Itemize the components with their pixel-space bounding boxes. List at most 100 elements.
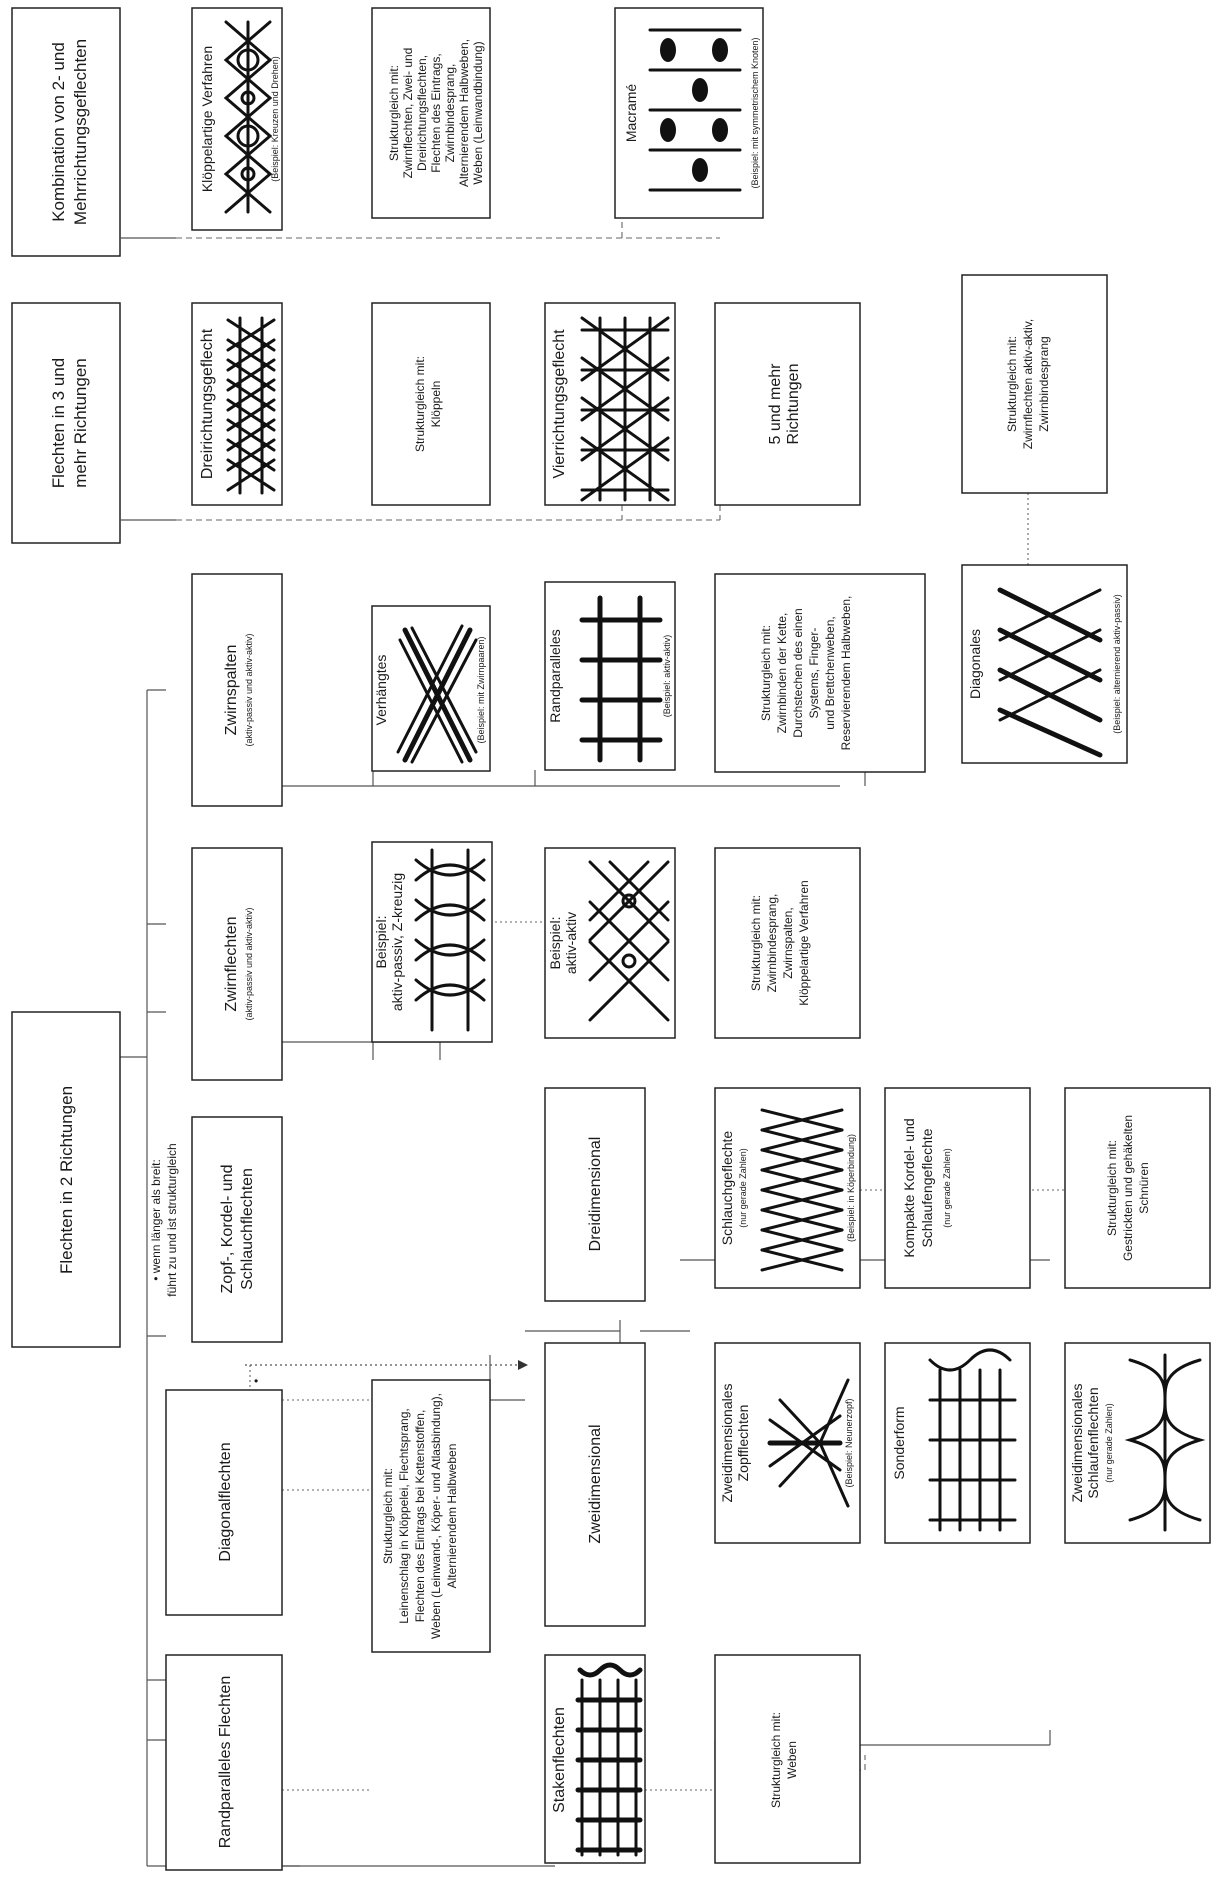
svg-text:Diagonales: Diagonales [967, 629, 983, 699]
svg-text:Strukturgleich mit:: Strukturgleich mit: [759, 625, 773, 721]
svg-text:(Beispiel: Neunerzopf): (Beispiel: Neunerzopf) [844, 1398, 854, 1487]
svg-text:Zweidimensional: Zweidimensional [587, 1424, 604, 1543]
svg-text:Schnüren: Schnüren [1137, 1162, 1151, 1213]
svg-text:Schlauchflechten: Schlauchflechten [239, 1168, 256, 1290]
zwf-example1: Beispiel: aktiv-passiv, Z-kreuzig [372, 842, 492, 1042]
svg-text:Schlaufenflechten: Schlaufenflechten [1085, 1387, 1101, 1498]
node-flechten-2: Flechten in 2 Richtungen [12, 1012, 120, 1347]
svg-text:Zwirnbinden der Kette,: Zwirnbinden der Kette, [775, 613, 789, 734]
svg-text:Strukturgleich mit:: Strukturgleich mit: [387, 65, 401, 161]
svg-text:Randparalleles Flechten: Randparalleles Flechten [217, 1676, 234, 1849]
node-diagonales: Diagonales (Beispiel: alternierend aktiv… [962, 565, 1127, 763]
node-sonderform: Sonderform [885, 1343, 1030, 1543]
svg-text:(nur gerade Zahlen): (nur gerade Zahlen) [1104, 1403, 1114, 1483]
node-schlauch: Schlauchgeflechte (nur gerade Zahlen) (B… [715, 1088, 860, 1288]
svg-text:Zwirnflechten: Zwirnflechten [223, 916, 240, 1011]
svg-text:Dreirichtungsflechten,: Dreirichtungsflechten, [415, 55, 429, 171]
node-randparalleles-flechten: Randparalleles Flechten [166, 1655, 282, 1870]
svg-text:Strukturgleich mit:: Strukturgleich mit: [1105, 1140, 1119, 1236]
node-zopf: Zopf-, Kordel- und Schlauchflechten [192, 1117, 282, 1342]
svg-text:Weben (Leinwand-, Köper- und A: Weben (Leinwand-, Köper- und Atlasbindun… [429, 1393, 443, 1639]
svg-text:(aktiv-passiv und aktiv-aktiv): (aktiv-passiv und aktiv-aktiv) [244, 907, 254, 1020]
svg-text:Strukturgleich mit:: Strukturgleich mit: [1005, 336, 1019, 432]
svg-text:Strukturgleich mit:: Strukturgleich mit: [413, 356, 427, 452]
svg-text:(Beispiel: Kreuzen und Drehen): (Beispiel: Kreuzen und Drehen) [270, 56, 280, 182]
svg-text:Systems, Finger-: Systems, Finger- [807, 628, 821, 719]
node-vierrichtung: Vierrichtungsgeflecht [545, 303, 675, 505]
svg-text:Zwirnflechten, Zwei- und: Zwirnflechten, Zwei- und [401, 48, 415, 179]
svg-text:und Brettchenweben,: und Brettchenweben, [823, 616, 837, 729]
svg-text:aktiv-passiv, Z-kreuzig: aktiv-passiv, Z-kreuzig [389, 873, 405, 1011]
svg-text:Schlaufengeflechte: Schlaufengeflechte [919, 1128, 935, 1247]
svg-text:Leinenschlag in Klöppelei, Fle: Leinenschlag in Klöppelei, Flechtsprang, [397, 1408, 411, 1623]
svg-text:Flechten des Eintrags bei Kett: Flechten des Eintrags bei Kettenstoffen, [413, 1410, 427, 1623]
node-macrame: Macramé (Beispiel: mit symmetrischem Kno… [615, 8, 763, 218]
svg-text:5 und mehr: 5 und mehr [767, 363, 784, 445]
svg-text:aktiv-aktiv: aktiv-aktiv [563, 912, 579, 974]
svg-text:Zopfflechten: Zopfflechten [735, 1405, 751, 1482]
svg-text:(nur gerade Zahlen): (nur gerade Zahlen) [942, 1148, 952, 1228]
svg-text:Alternierendem Halbweben: Alternierendem Halbweben [445, 1444, 459, 1589]
svg-text:Klöppeln: Klöppeln [429, 381, 443, 428]
struktur-zws-box: Strukturgleich mit: Zwirnbinden der Kett… [715, 574, 925, 772]
svg-text:Kompakte Kordel- und: Kompakte Kordel- und [901, 1118, 917, 1257]
svg-text:(Beispiel: aktiv-aktiv): (Beispiel: aktiv-aktiv) [662, 635, 672, 718]
footnote-line1: • wenn länger als breit: [149, 1159, 163, 1281]
svg-text:Verhängtes: Verhängtes [373, 655, 389, 726]
svg-text:(Beispiel: mit Zwirnpaaren): (Beispiel: mit Zwirnpaaren) [476, 636, 486, 743]
node-diagonalflechten: Diagonalflechten [166, 1390, 282, 1615]
node-dreidimensional: Dreidimensional [545, 1088, 645, 1301]
svg-text:(Beispiel: mit symmetrischem K: (Beispiel: mit symmetrischem Knoten) [750, 37, 760, 188]
svg-text:Beispiel:: Beispiel: [373, 916, 389, 969]
svg-text:Randparalleles: Randparalleles [547, 629, 563, 722]
svg-text:Zwirnspalten,: Zwirnspalten, [781, 907, 795, 978]
node-kompakte: Kompakte Kordel- und Schlaufengeflechte … [885, 1088, 1030, 1288]
node-kombination: Kombination von 2- und Mehrrichtungsgefl… [12, 8, 120, 256]
svg-text:Zweidimensionales: Zweidimensionales [719, 1383, 735, 1502]
svg-text:Strukturgleich mit:: Strukturgleich mit: [749, 895, 763, 991]
node-stakenflechten: Stakenflechten [545, 1655, 645, 1863]
node-kloeppel: Klöppelartige Verfahren (Beispiel: Kreuz… [192, 8, 282, 230]
node-zw-schlaufen: Zweidimensionales Schlaufenflechten (nur… [1065, 1343, 1210, 1543]
svg-text:(aktiv-passiv und aktiv-aktiv): (aktiv-passiv und aktiv-aktiv) [244, 633, 254, 746]
svg-text:Kombination von 2- und: Kombination von 2- und [49, 42, 68, 222]
svg-text:(Beispiel: in Köperbindung): (Beispiel: in Köperbindung) [846, 1134, 856, 1242]
svg-text:Richtungen: Richtungen [785, 364, 802, 445]
svg-text:Zwirnspalten: Zwirnspalten [223, 645, 240, 736]
svg-text:Weben (Leinwandbindung): Weben (Leinwandbindung) [471, 41, 485, 184]
svg-text:Flechten in 2 Richtungen: Flechten in 2 Richtungen [57, 1086, 76, 1274]
svg-text:Mehrrichtungsgeflechten: Mehrrichtungsgeflechten [71, 39, 90, 225]
struktur-kompakte-box: Strukturgleich mit: Gestrickten und gehä… [1065, 1088, 1210, 1288]
node-zw-zopf: Zweidimensionales Zopfflechten (Beispiel… [715, 1343, 860, 1543]
svg-text:(nur gerade Zahlen): (nur gerade Zahlen) [738, 1148, 748, 1228]
struktur-kombination-box: Strukturgleich mit: Zwirnflechten, Zwei-… [372, 8, 490, 218]
struktur-zwf-box: Strukturgleich mit: Zwirnbindesprang, Zw… [715, 848, 860, 1038]
svg-text:Dreidimensional: Dreidimensional [587, 1137, 604, 1252]
svg-text:Klöppelartige Verfahren: Klöppelartige Verfahren [797, 880, 811, 1005]
svg-text:Flechten in 3 und: Flechten in 3 und [49, 358, 68, 488]
svg-text:Flechten des Eintrags,: Flechten des Eintrags, [429, 53, 443, 172]
footnote-line2: führt zu und ist strukturgleich [165, 1143, 179, 1296]
svg-text:Stakenflechten: Stakenflechten [551, 1707, 568, 1813]
svg-text:Macramé: Macramé [623, 84, 639, 143]
struktur-staken-box: Strukturgleich mit: Weben [715, 1655, 860, 1863]
node-zweidimensional: Zweidimensional [545, 1343, 645, 1626]
node-flechten-3: Flechten in 3 und mehr Richtungen [12, 303, 120, 543]
zwf-example2: Beispiel: aktiv-aktiv [545, 848, 675, 1038]
svg-text:Reservierendem Halbweben,: Reservierendem Halbweben, [839, 596, 853, 751]
zws-verhaengtes: Verhängtes (Beispiel: mit Zwirnpaaren) [372, 606, 490, 771]
svg-text:(Beispiel: alternierend aktiv-: (Beispiel: alternierend aktiv-passiv) [1112, 594, 1122, 734]
struktur-diag-box: Strukturgleich mit: Leinenschlag in Klöp… [372, 1380, 490, 1652]
arrow-star: • [254, 1374, 258, 1388]
svg-text:Zwirnflechten aktiv-aktiv,: Zwirnflechten aktiv-aktiv, [1021, 319, 1035, 449]
svg-text:Zwirnbindesprang,: Zwirnbindesprang, [443, 64, 457, 163]
svg-text:Gestrickten und gehäkelten: Gestrickten und gehäkelten [1121, 1115, 1135, 1261]
svg-text:Weben: Weben [785, 1741, 799, 1779]
svg-text:Strukturgleich mit:: Strukturgleich mit: [769, 1712, 783, 1808]
svg-text:Vierrichtungsgeflecht: Vierrichtungsgeflecht [551, 329, 568, 479]
svg-text:Strukturgleich mit:: Strukturgleich mit: [381, 1468, 395, 1564]
svg-text:Diagonalflechten: Diagonalflechten [217, 1442, 234, 1561]
svg-text:Durchstechen des einen: Durchstechen des einen [791, 608, 805, 737]
struktur-diagonales-box: Strukturgleich mit: Zwirnflechten aktiv-… [962, 275, 1107, 493]
svg-text:Zwirnbindesprang: Zwirnbindesprang [1037, 336, 1051, 431]
